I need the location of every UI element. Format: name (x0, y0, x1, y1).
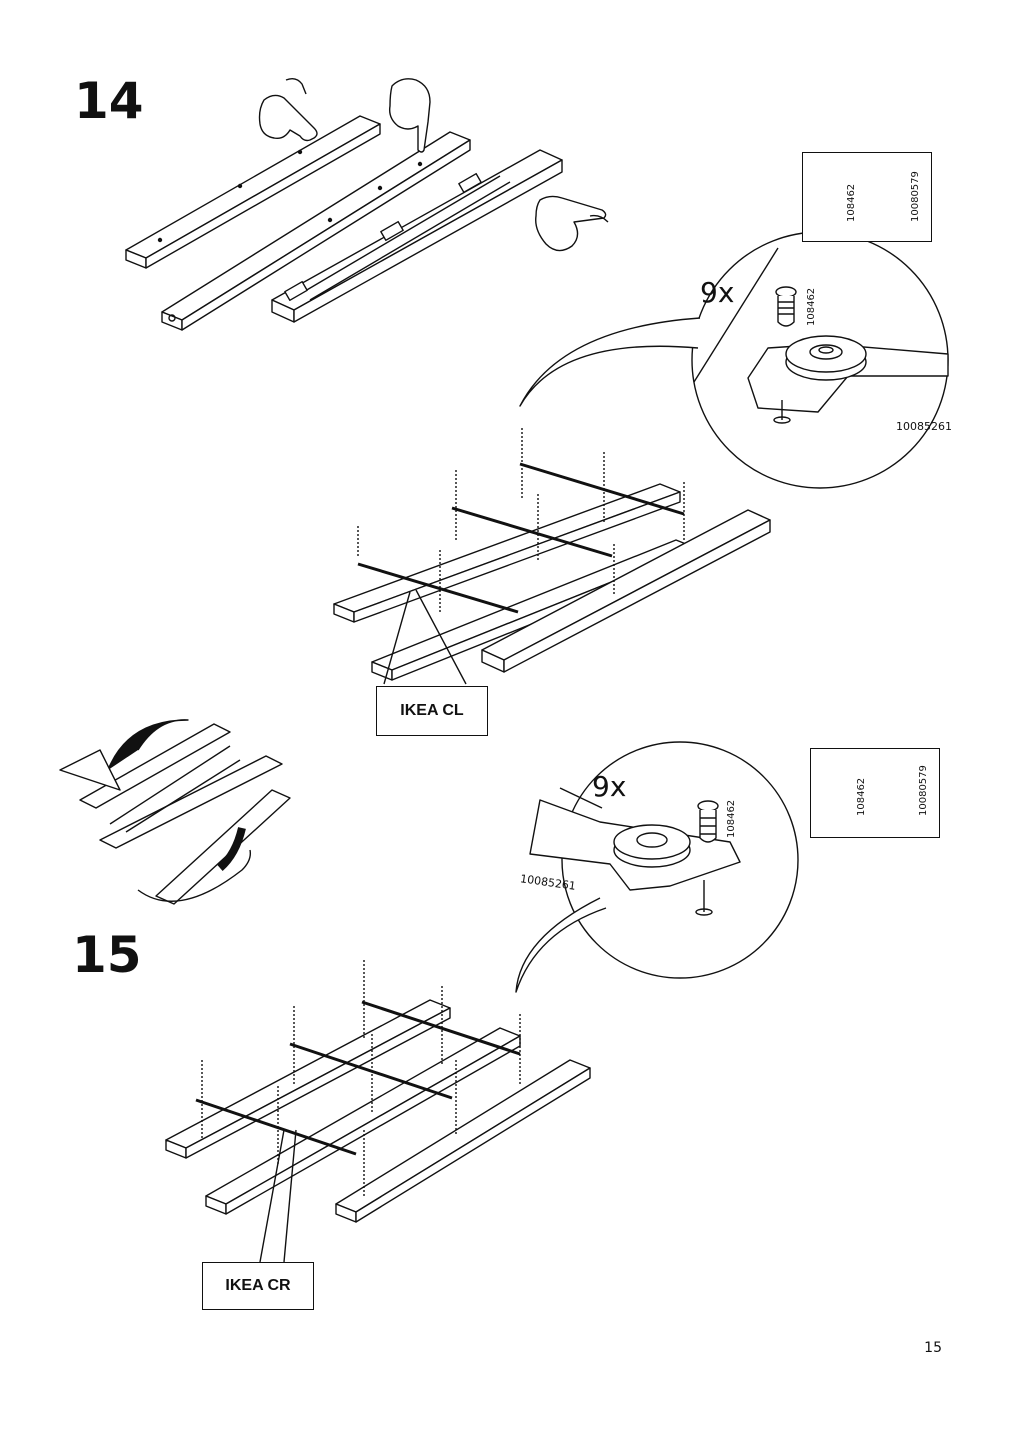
screw-icon (697, 800, 719, 843)
step14-frame-assembly (333, 428, 771, 685)
fastener-reference-box (810, 748, 940, 838)
fastener-code: 108462 (806, 287, 817, 326)
step14-slats (125, 115, 563, 331)
fastener-not-code: 10080579 (910, 171, 921, 222)
step15-frame-assembly (165, 960, 591, 1263)
step15-detail-callout (515, 741, 799, 993)
quantity-label: 9x (592, 770, 627, 803)
part-label-box: IKEA CL (376, 686, 488, 736)
step-number: 14 (74, 72, 144, 130)
screw-icon (775, 286, 797, 327)
pointing-hand-icon (258, 77, 609, 252)
fastener-ok-code: 108462 (856, 777, 867, 816)
fastener-not-code: 10080579 (918, 765, 929, 816)
page-number: 15 (924, 1340, 942, 1356)
fastener-code: 108462 (726, 799, 737, 838)
quantity-label: 9x (700, 276, 735, 309)
part-number: 10085261 (896, 420, 952, 433)
step-number: 15 (72, 926, 142, 984)
fastener-reference-box (802, 152, 932, 242)
fastener-ok-code: 108462 (846, 183, 857, 222)
part-label-box: IKEA CR (202, 1262, 314, 1310)
flip-illustration (59, 719, 291, 905)
step14-detail-callout (519, 231, 949, 489)
